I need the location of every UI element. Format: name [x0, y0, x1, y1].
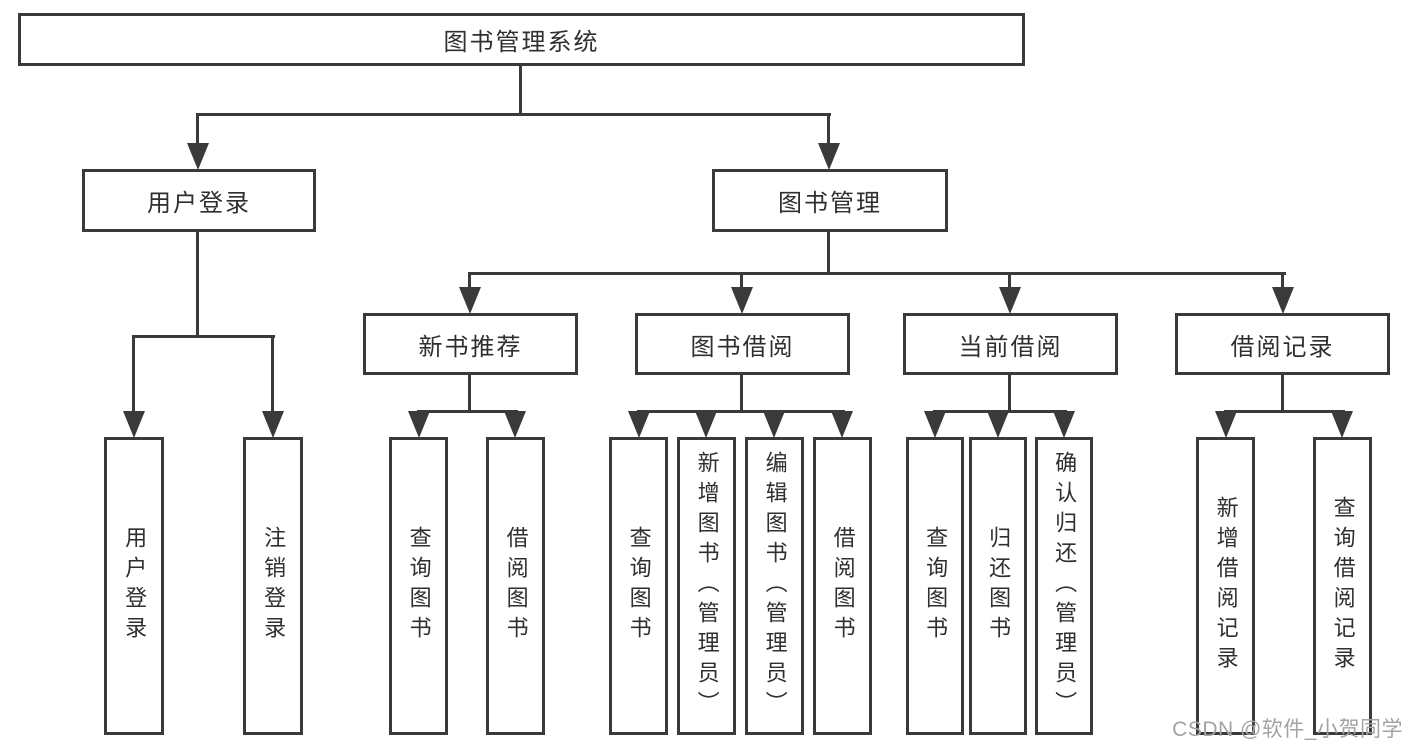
node-book-management-label: 图书管理: [778, 190, 882, 217]
node-leaf-user-login: 用户登录: [104, 437, 164, 735]
arrowhead-icon: [695, 411, 717, 438]
connector-shaft-borrowing-records: [1281, 272, 1284, 290]
connector-shaft-current-borrowing: [1008, 272, 1011, 290]
arrowhead-icon: [408, 411, 430, 438]
node-leaf-borrowing-borrow-books-label: 借阅图书: [830, 526, 856, 646]
connector-book-management-branch: [468, 272, 1286, 275]
connector-borrowing-records-trunk: [1281, 375, 1284, 413]
node-leaf-borrowing-add-books: 新增图书（管理员）: [677, 437, 736, 735]
arrowhead-icon: [763, 411, 785, 438]
connector-shaft-book-borrowing: [740, 272, 743, 290]
node-leaf-borrowing-borrow-books: 借阅图书: [813, 437, 872, 735]
connector-shaft-new-book-recommend: [468, 272, 471, 290]
node-current-borrowing-label: 当前借阅: [958, 333, 1063, 361]
node-leaf-recommend-query-books-label: 查询图书: [406, 526, 432, 646]
connector-borrowing-records-branch: [1224, 410, 1345, 413]
arrowhead-icon: [818, 143, 840, 170]
node-leaf-borrowing-edit-books: 编辑图书（管理员）: [745, 437, 804, 735]
node-leaf-current-return-books-label: 归还图书: [986, 526, 1012, 646]
arrowhead-icon: [459, 287, 481, 314]
node-book-borrowing: 图书借阅: [635, 313, 850, 375]
arrowhead-icon: [123, 411, 145, 438]
connector-root-trunk: [519, 64, 522, 116]
node-new-book-recommend: 新书推荐: [363, 313, 578, 375]
connector-book-management-trunk: [827, 232, 830, 275]
node-book-management: 图书管理: [712, 169, 948, 232]
arrowhead-icon: [1331, 411, 1353, 438]
connector-user-login-trunk: [196, 232, 199, 338]
arrowhead-icon: [504, 411, 526, 438]
connector-new-book-recommend-trunk: [468, 375, 471, 413]
connector-user-login-branch: [132, 335, 275, 338]
node-leaf-records-add-record: 新增借阅记录: [1196, 437, 1255, 735]
node-root: 图书管理系统: [18, 13, 1025, 66]
node-current-borrowing: 当前借阅: [903, 313, 1118, 375]
connector-shaft-leaf-user-login: [132, 335, 135, 413]
node-leaf-records-query-record: 查询借阅记录: [1313, 437, 1372, 735]
node-leaf-borrowing-edit-books-label: 编辑图书（管理员）: [762, 451, 788, 721]
arrowhead-icon: [831, 411, 853, 438]
connector-new-book-recommend-branch: [417, 410, 518, 413]
node-leaf-borrowing-query-books-label: 查询图书: [626, 526, 652, 646]
node-leaf-logout: 注销登录: [243, 437, 303, 735]
node-book-borrowing-label: 图书借阅: [690, 333, 795, 361]
node-leaf-recommend-query-books: 查询图书: [389, 437, 448, 735]
csdn-watermark: CSDN @软件_小贺同学: [1172, 718, 1403, 741]
arrowhead-icon: [999, 287, 1021, 314]
node-borrowing-records: 借阅记录: [1175, 313, 1390, 375]
node-leaf-records-add-record-label: 新增借阅记录: [1213, 496, 1239, 676]
connector-current-borrowing-trunk: [1008, 375, 1011, 413]
node-leaf-borrowing-query-books: 查询图书: [609, 437, 668, 735]
arrowhead-icon: [987, 411, 1009, 438]
node-leaf-current-confirm-return-label: 确认归还（管理员）: [1052, 451, 1078, 721]
node-leaf-current-query-books: 查询图书: [906, 437, 964, 735]
arrowhead-icon: [731, 287, 753, 314]
node-leaf-logout-label: 注销登录: [261, 526, 287, 646]
arrowhead-icon: [1053, 411, 1075, 438]
node-leaf-current-confirm-return: 确认归还（管理员）: [1035, 437, 1093, 735]
arrowhead-icon: [1272, 287, 1294, 314]
node-user-login: 用户登录: [82, 169, 316, 232]
node-new-book-recommend-label: 新书推荐: [418, 333, 523, 361]
arrowhead-icon: [924, 411, 946, 438]
connector-shaft-leaf-logout: [271, 335, 274, 413]
node-leaf-borrowing-add-books-label: 新增图书（管理员）: [694, 451, 720, 721]
node-user-login-label: 用户登录: [147, 190, 251, 217]
node-root-label: 图书管理系统: [443, 29, 600, 56]
node-leaf-current-return-books: 归还图书: [969, 437, 1027, 735]
arrowhead-icon: [262, 411, 284, 438]
connector-shaft-user-login: [196, 113, 199, 145]
connector-book-borrowing-trunk: [740, 375, 743, 413]
node-leaf-recommend-borrow-books-label: 借阅图书: [503, 526, 529, 646]
connector-shaft-book-management: [827, 113, 830, 145]
node-leaf-records-query-record-label: 查询借阅记录: [1330, 496, 1356, 676]
connector-book-borrowing-branch: [637, 410, 845, 413]
node-leaf-current-query-books-label: 查询图书: [923, 526, 949, 646]
node-leaf-recommend-borrow-books: 借阅图书: [486, 437, 545, 735]
node-leaf-user-login-label: 用户登录: [122, 526, 148, 646]
connector-root-branch: [196, 113, 831, 116]
arrowhead-icon: [187, 143, 209, 170]
node-borrowing-records-label: 借阅记录: [1230, 333, 1335, 361]
arrowhead-icon: [628, 411, 650, 438]
arrowhead-icon: [1215, 411, 1237, 438]
